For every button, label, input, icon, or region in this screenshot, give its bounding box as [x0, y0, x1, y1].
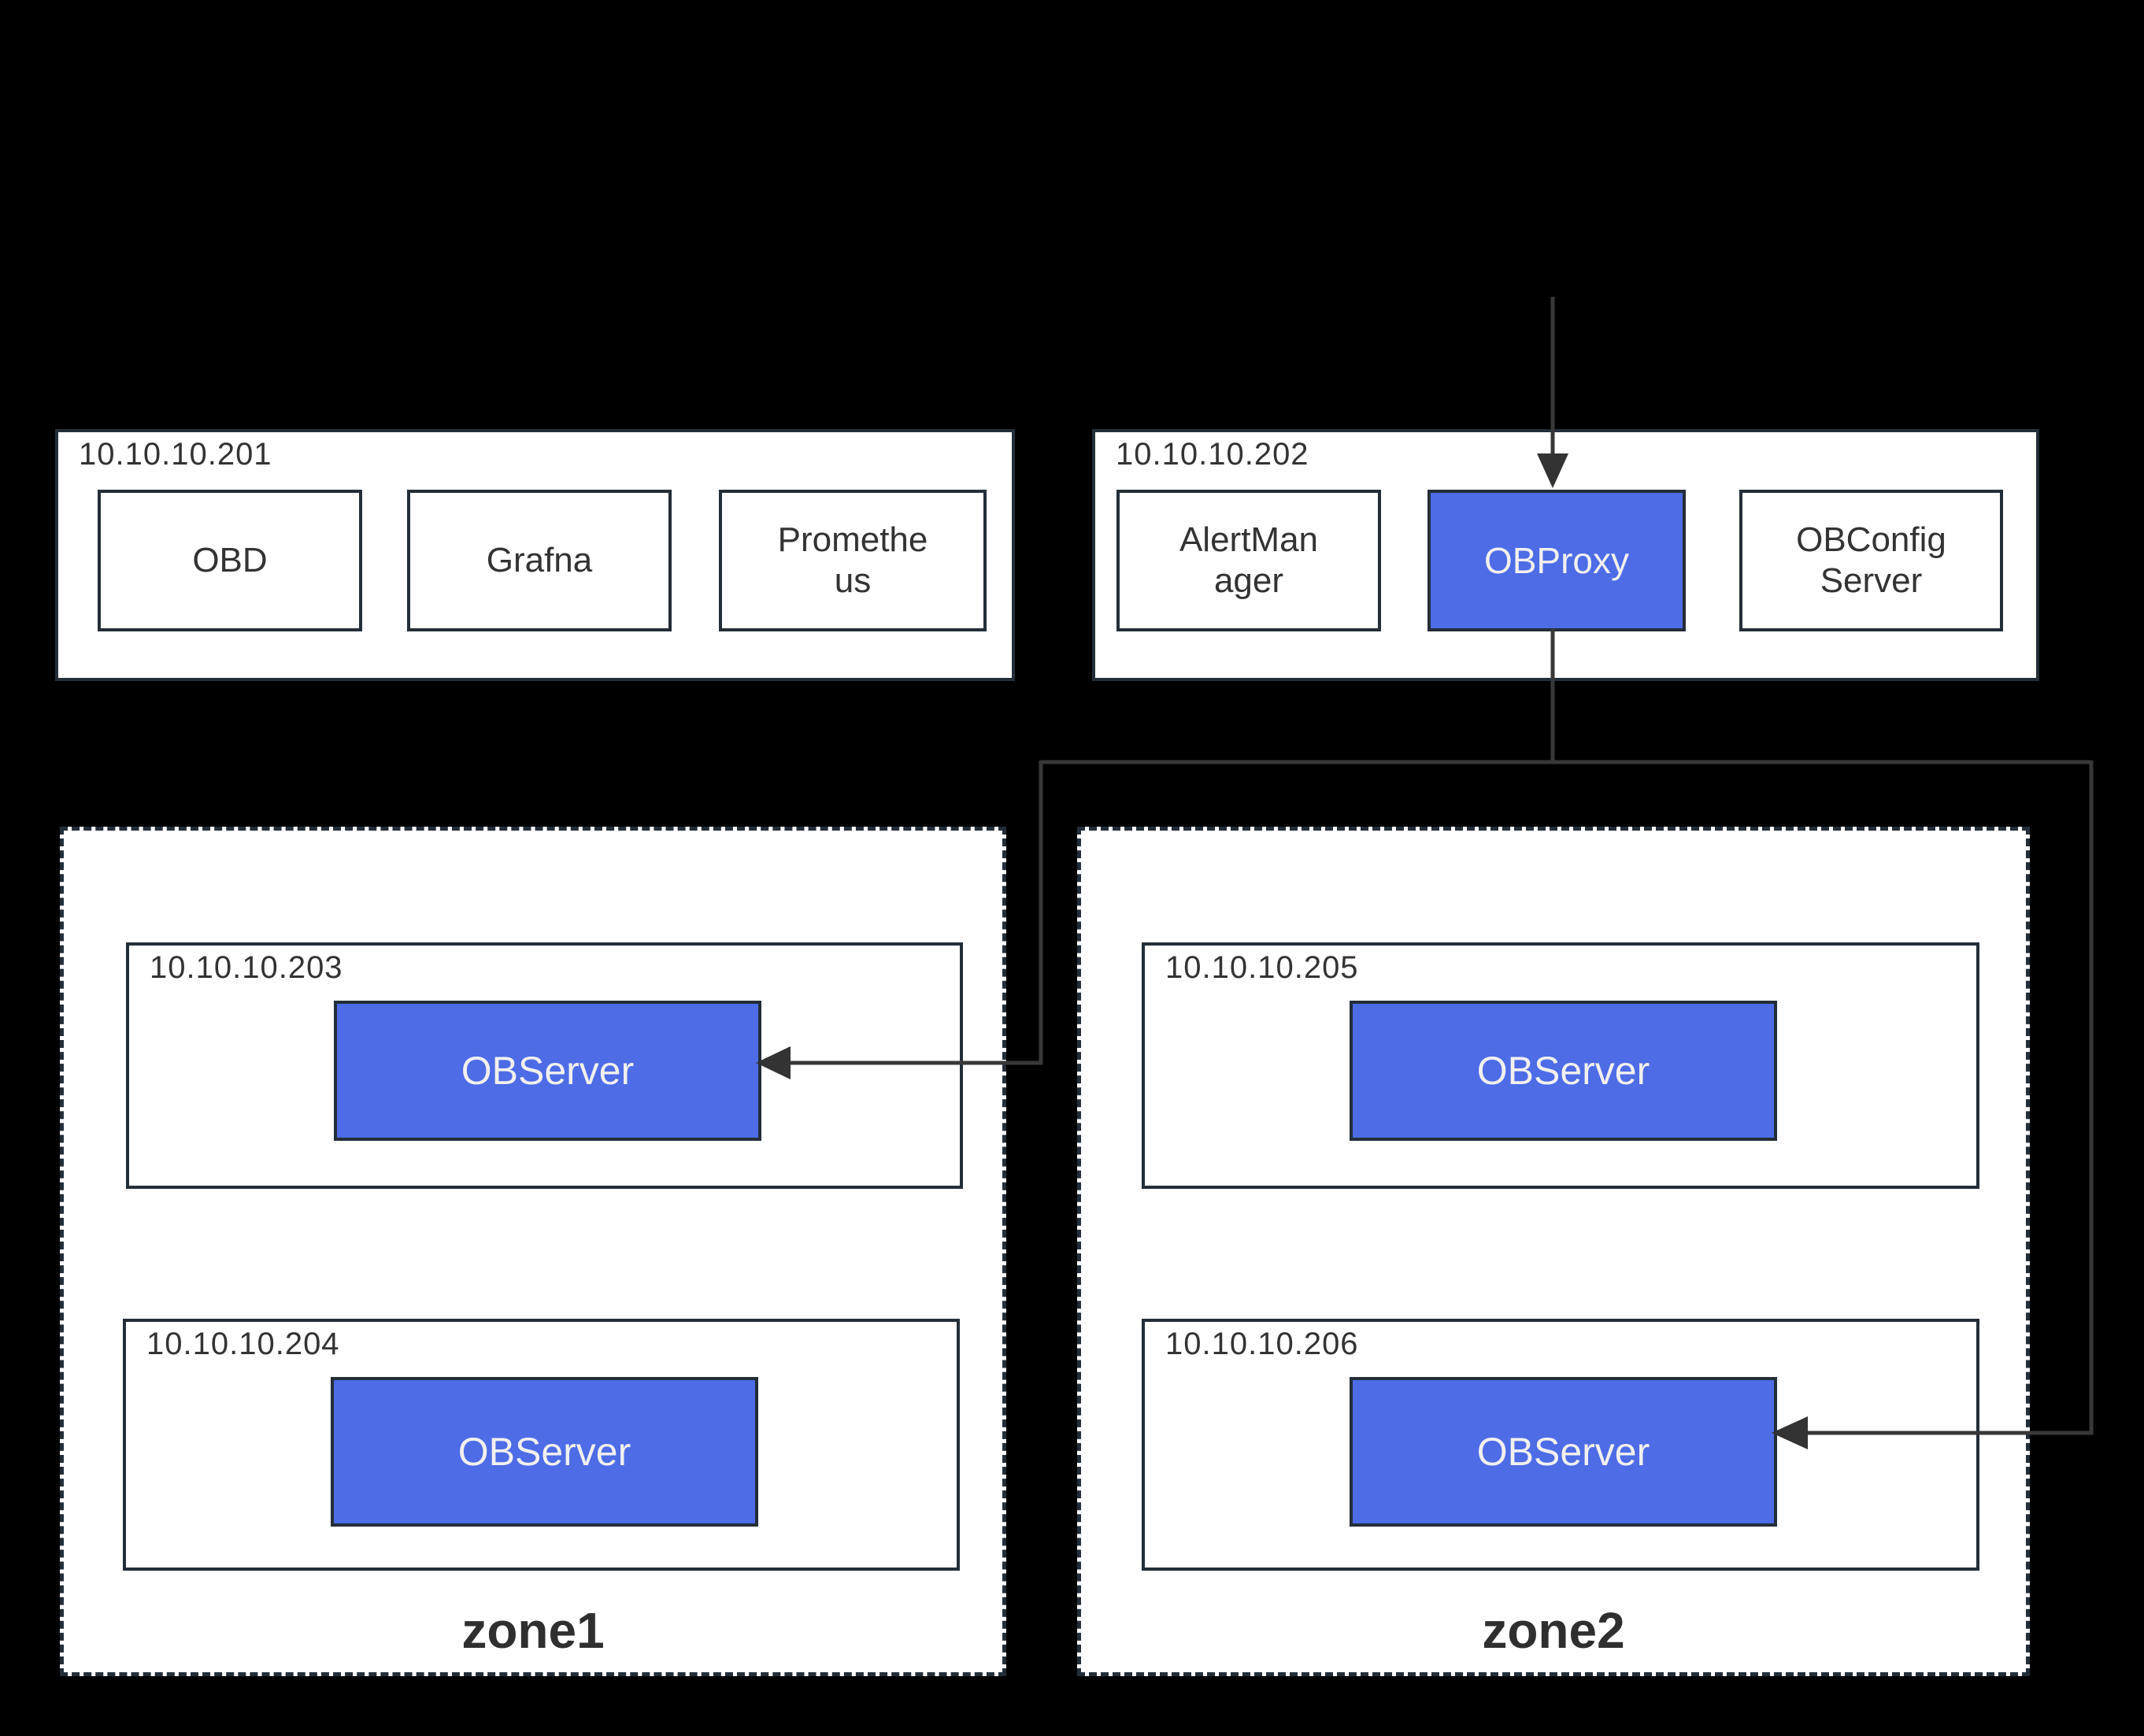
node-obproxy-label: OBProxy	[1483, 539, 1630, 581]
node-observer-204-label: OBServer	[457, 1430, 631, 1474]
node-observer-204: OBServer	[331, 1377, 758, 1527]
node-obproxy: OBProxy	[1427, 490, 1686, 631]
zone1-group: 10.10.10.203 OBServer 10.10.10.204 OBSer…	[60, 827, 1006, 1676]
node-observer-205-label: OBServer	[1476, 1049, 1650, 1093]
server-205-ip-label: 10.10.10.205	[1165, 950, 1359, 985]
host-box-202: 10.10.10.202 AlertMan ager OBProxy OBCon…	[1092, 429, 2039, 681]
node-observer-203: OBServer	[334, 1001, 761, 1141]
server-206-ip-label: 10.10.10.206	[1165, 1327, 1359, 1361]
node-observer-205: OBServer	[1350, 1001, 1777, 1141]
node-grafna-label: Grafna	[486, 541, 593, 580]
zone2-group: 10.10.10.205 OBServer 10.10.10.206 OBSer…	[1077, 827, 2030, 1676]
server-box-206: 10.10.10.206 OBServer	[1142, 1319, 1979, 1571]
node-observer-203-label: OBServer	[461, 1049, 635, 1093]
node-obd: OBD	[98, 490, 362, 631]
server-box-204: 10.10.10.204 OBServer	[123, 1319, 960, 1571]
server-203-ip-label: 10.10.10.203	[150, 950, 343, 985]
host-202-ip-label: 10.10.10.202	[1116, 437, 1309, 472]
node-obconfig-server-label: OBConfig Server	[1796, 520, 1946, 600]
node-obd-label: OBD	[192, 541, 268, 580]
node-alertmanager: AlertMan ager	[1116, 490, 1381, 631]
server-box-203: 10.10.10.203 OBServer	[126, 942, 963, 1189]
zone2-label: zone2	[1482, 1602, 1625, 1659]
host-201-ip-label: 10.10.10.201	[79, 437, 272, 472]
node-alertmanager-label: AlertMan ager	[1179, 520, 1319, 600]
host-box-201: 10.10.10.201 OBD Grafna Promethe us	[55, 429, 1015, 681]
server-box-205: 10.10.10.205 OBServer	[1142, 942, 1979, 1189]
node-observer-206-label: OBServer	[1476, 1430, 1650, 1474]
node-grafna: Grafna	[407, 490, 672, 631]
node-obconfig-server: OBConfig Server	[1739, 490, 2003, 631]
node-prometheus: Promethe us	[719, 490, 987, 631]
node-prometheus-label: Promethe us	[777, 520, 928, 600]
node-observer-206: OBServer	[1350, 1377, 1777, 1527]
zone1-label: zone1	[461, 1602, 605, 1659]
server-204-ip-label: 10.10.10.204	[146, 1327, 340, 1361]
